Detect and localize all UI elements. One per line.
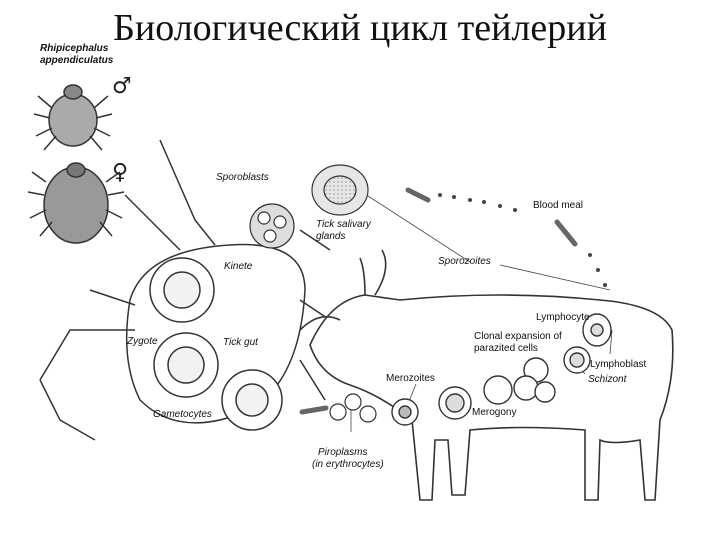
label-sporozoites: Sporozoites <box>438 256 491 267</box>
leader-lines <box>350 195 613 432</box>
label-tick-salivary-line2: glands <box>316 231 346 242</box>
label-sporoblasts: Sporoblasts <box>216 172 269 183</box>
label-kinete: Kinete <box>224 261 253 272</box>
label-clonal-expansion-line1: Clonal expansion of <box>474 331 562 342</box>
gut-circle-kinete <box>149 257 215 323</box>
clonal-expansion-cells <box>513 357 556 403</box>
female-tick-drawing <box>27 162 125 244</box>
page-title: Биологический цикл тейлерий <box>113 7 607 49</box>
male-symbol: ♂ <box>112 74 132 99</box>
label-merozoites: Merozoites <box>386 373 435 384</box>
label-lymphoblast: Lymphoblast <box>590 359 647 370</box>
lymphocyte-cell <box>582 313 612 347</box>
sporoblast-cluster-drawing <box>311 164 369 216</box>
label-piroplasms-line1: Piroplasms <box>318 447 368 458</box>
label-blood-meal: Blood meal <box>533 200 584 211</box>
tick-species-line2: appendiculatus <box>40 55 114 66</box>
merogony-cells <box>438 375 513 420</box>
label-schizont: Schizont <box>588 374 627 385</box>
tick-species-line1: Rhipicephalus <box>40 43 109 54</box>
female-symbol: ♀ <box>112 160 129 185</box>
label-merogony: Merogony <box>472 407 517 418</box>
label-clonal-expansion-line2: parazited cells <box>474 343 538 354</box>
piroplasm-erythrocytes <box>329 393 377 423</box>
label-tick-salivary-line1: Tick salivary <box>316 219 371 230</box>
lymphoblast-cell <box>563 346 591 374</box>
label-gametocytes: Gametocytes <box>153 409 212 420</box>
salivary-gland-drawing <box>249 203 295 249</box>
gut-circle-gametocytes <box>221 369 283 431</box>
label-piroplasms-line2: (in erythrocytes) <box>312 459 384 470</box>
label-lymphocyte: Lymphocyte <box>536 312 590 323</box>
merozoite-cell <box>391 398 419 426</box>
flow-arrows <box>299 187 578 415</box>
label-tick-gut: Tick gut <box>223 337 258 348</box>
sporozoite-dots <box>438 193 607 287</box>
gut-circle-zygote <box>153 332 219 398</box>
label-zygote: Zygote <box>127 336 158 347</box>
male-tick-drawing <box>33 84 113 151</box>
